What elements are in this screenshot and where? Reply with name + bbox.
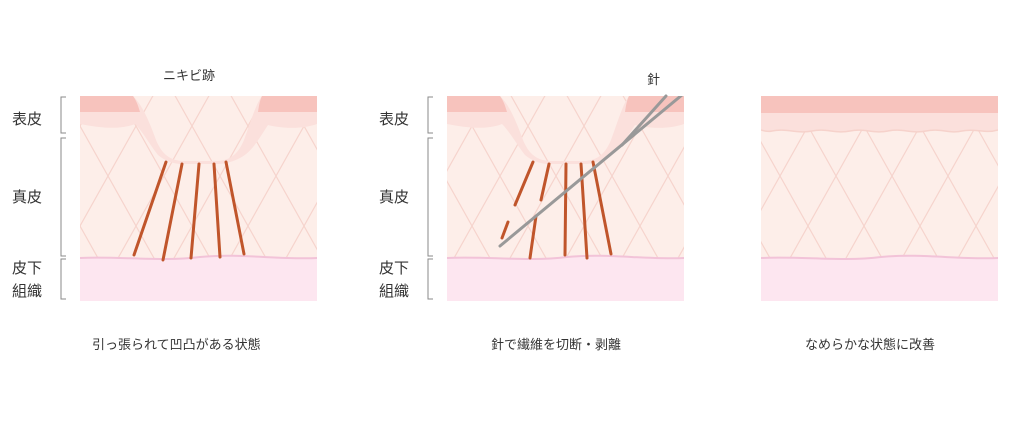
epidermis-top (761, 96, 998, 113)
subcutis-label-line2: 組織 (379, 282, 409, 300)
needle (498, 96, 684, 248)
layer-brackets (60, 96, 66, 300)
panel-caption: 引っ張られて凹凸がある状態 (92, 337, 261, 353)
epidermis-label: 表皮 (379, 110, 409, 128)
subcutis-boundary (761, 254, 998, 261)
layer-brackets (427, 96, 433, 300)
dermis-label: 真皮 (12, 188, 42, 206)
panel-caption: なめらかな状態に改善 (805, 337, 935, 353)
subcutis-layer (447, 255, 684, 301)
needle-outside (620, 94, 668, 147)
subcutis-label-line2: 組織 (12, 282, 42, 300)
epidermis-label: 表皮 (12, 110, 42, 128)
epidermis-layer (447, 96, 684, 164)
layer-labels-left: 表皮 真皮 皮下 組織 (12, 96, 66, 300)
acne-scar-label: ニキビ跡 (163, 68, 215, 84)
subcutis-label-line1: 皮下 (379, 259, 409, 277)
subcutis-layer (80, 255, 317, 301)
epidermis-layer (80, 96, 317, 164)
needle-label: 針 (647, 73, 660, 88)
epidermis-boundary (761, 129, 998, 133)
tensioned-fibers (132, 160, 246, 262)
epidermis-top (80, 96, 317, 112)
panel-caption: 針で繊維を切断・剥離 (491, 337, 621, 353)
subcutis-boundary (80, 254, 317, 261)
epidermis-top (447, 96, 684, 112)
panel-improved (761, 96, 998, 301)
subcutis-label-line1: 皮下 (12, 259, 42, 277)
panel-acne-scar (80, 96, 317, 301)
dermis-label: 真皮 (379, 188, 409, 206)
subcutis-layer (761, 255, 998, 301)
layer-labels-middle: 表皮 真皮 皮下 組織 (379, 96, 433, 300)
subcutis-boundary (447, 254, 684, 261)
panel-subcision (447, 96, 684, 301)
